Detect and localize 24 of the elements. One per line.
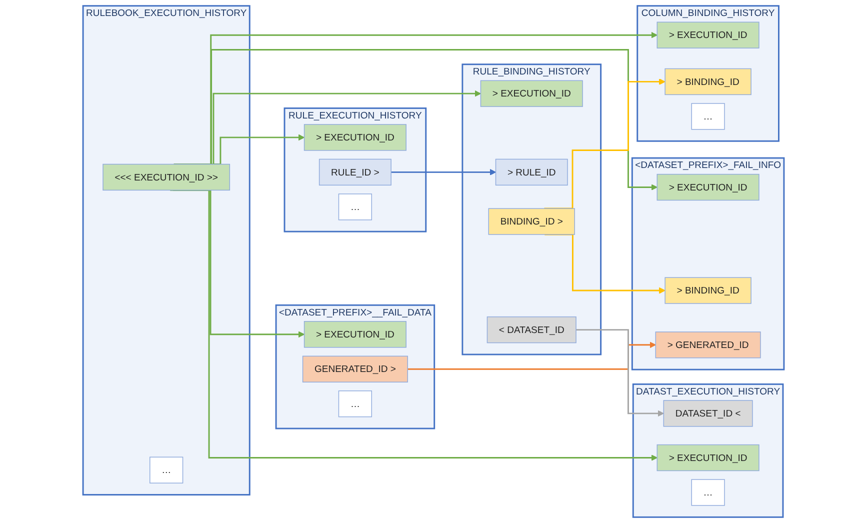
- arrow: [391, 168, 496, 176]
- node-box: > EXECUTION_ID: [304, 124, 406, 151]
- node-box: < DATASET_ID: [486, 316, 576, 344]
- node-box: <<< EXECUTION_ID >>: [102, 164, 230, 191]
- node-box: GENERATED_ID >: [302, 356, 408, 382]
- node-box: > GENERATED_ID: [655, 332, 761, 358]
- arrow: [408, 342, 656, 370]
- node-box: …: [691, 479, 725, 506]
- node-box: …: [691, 103, 725, 130]
- node-box: DATASET_ID <: [663, 400, 753, 427]
- node-box: …: [338, 390, 372, 418]
- node-box: > EXECUTION_ID: [656, 444, 760, 472]
- node-box: > EXECUTION_ID: [656, 174, 760, 201]
- node-box: …: [338, 194, 372, 220]
- node-box: > EXECUTION_ID: [304, 321, 406, 348]
- node-box: > EXECUTION_ID: [480, 80, 583, 107]
- node-box: BINDING_ID >: [488, 208, 575, 235]
- node-box: > BINDING_ID: [664, 68, 752, 96]
- node-box: > EXECUTION_ID: [656, 22, 760, 48]
- node-box: RULE_ID >: [318, 158, 392, 186]
- arrow: [576, 329, 664, 417]
- node-box: > RULE_ID: [495, 158, 568, 186]
- node-box: > BINDING_ID: [664, 277, 752, 304]
- node-box: …: [150, 456, 184, 484]
